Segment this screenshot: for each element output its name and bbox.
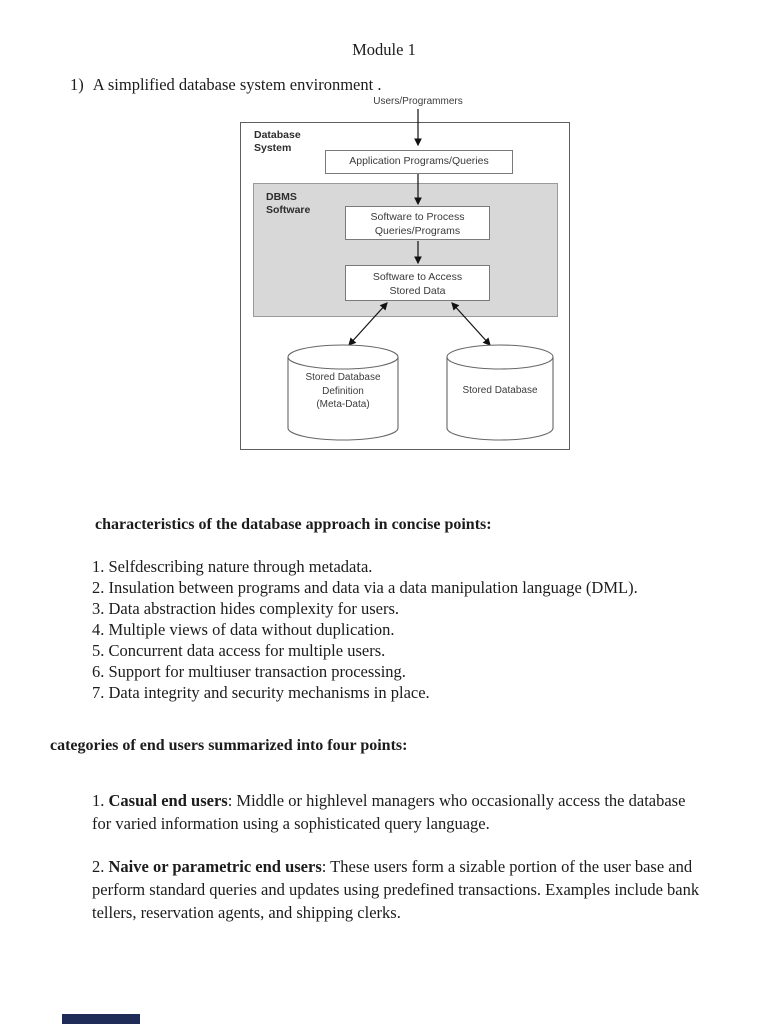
bottom-navy-bar (62, 1014, 140, 1024)
characteristics-item: 4. Multiple views of data without duplic… (92, 620, 395, 639)
access-box-line1: Software to Access (372, 271, 463, 283)
end-user-item-casual: 1. Casual end users: Middle or highlevel… (92, 789, 692, 835)
software-access-stored-data-box: Software to Access Stored Data (345, 265, 490, 301)
end-user-item-naive: 2. Naive or parametric end users: These … (92, 855, 737, 924)
end-users-heading: categories of end users summarized into … (50, 737, 408, 754)
database-system-label: Database System (254, 129, 301, 155)
page-title: Module 1 (352, 40, 416, 59)
end-user-1-text: : Middle or highlevel managers who occas… (92, 791, 686, 833)
intro-text: A simplified database system environment… (92, 75, 382, 94)
database-system-label-line2: System (254, 142, 292, 154)
metadata-label-line1: Stored Database (305, 372, 381, 383)
metadata-label-line3: (Meta-Data) (316, 399, 370, 410)
stored-database-cylinder-label: Stored Database (462, 385, 538, 396)
end-user-2-number: 2. (92, 857, 105, 876)
database-system-diagram: Users/Programmers (240, 95, 570, 457)
end-user-2-text: : These users form a sizable portion of … (92, 857, 700, 922)
intro-number: 1) (70, 75, 84, 94)
characteristics-item: 7. Data integrity and security mechanism… (92, 683, 430, 702)
end-user-2-term: Naive or parametric end users (108, 857, 322, 876)
application-programs-box: Application Programs/Queries (325, 150, 513, 174)
characteristics-item: 6. Support for multiuser transaction pro… (92, 662, 406, 681)
characteristics-heading: characteristics of the database approach… (95, 516, 492, 533)
process-box-line2: Queries/Programs (374, 225, 461, 237)
characteristics-item: 5. Concurrent data access for multiple u… (92, 641, 386, 660)
metadata-cylinder-label: Stored Database Definition (Meta-Data) (288, 371, 398, 412)
intro-line: 1) A simplified database system environme… (70, 75, 381, 95)
database-system-label-line1: Database (254, 129, 301, 141)
characteristics-item: 1. Selfdescribing nature through metadat… (92, 557, 373, 576)
metadata-label-line2: Definition (322, 385, 364, 397)
characteristics-item: 2. Insulation between programs and data … (92, 578, 638, 597)
process-box-line1: Software to Process (370, 211, 465, 223)
users-programmers-label: Users/Programmers (373, 96, 463, 107)
end-user-1-number: 1. (92, 791, 105, 810)
dbms-software-label: DBMS Software (266, 191, 310, 217)
end-user-1-term: Casual end users (108, 791, 228, 810)
characteristics-item: 3. Data abstraction hides complexity for… (92, 599, 399, 618)
access-box-line2: Stored Data (389, 285, 446, 297)
dbms-software-label-line1: DBMS (266, 191, 297, 203)
software-process-queries-box: Software to Process Queries/Programs (345, 206, 490, 240)
characteristics-list: 1. Selfdescribing nature through metadat… (92, 556, 638, 703)
dbms-software-label-line2: Software (266, 204, 311, 216)
